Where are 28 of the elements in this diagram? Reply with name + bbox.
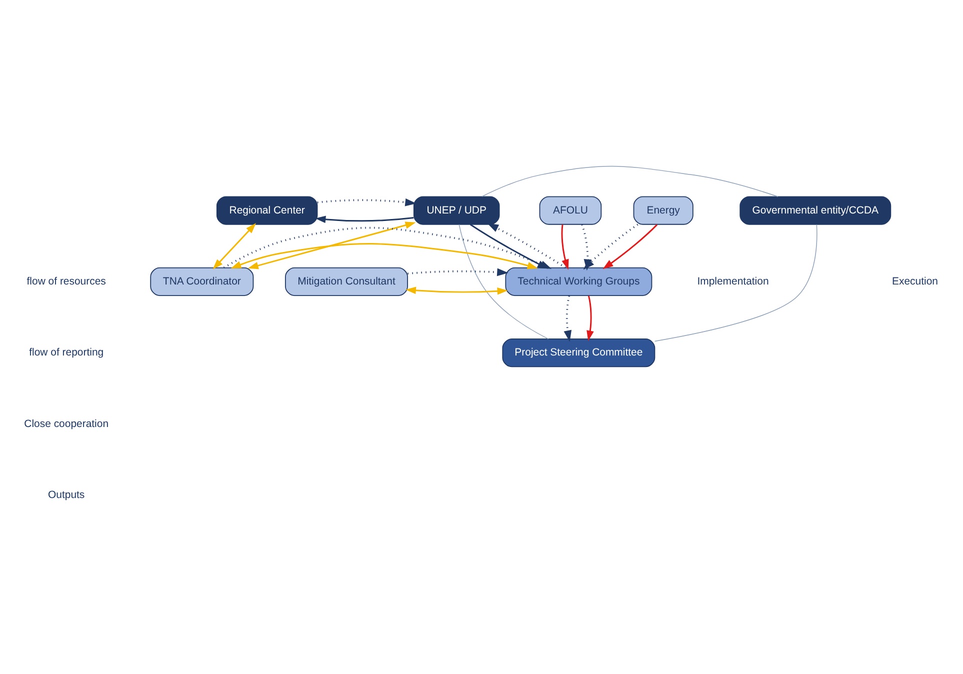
arrow: [230, 242, 538, 269]
arrow: [405, 286, 508, 294]
legend-label: Outputs: [48, 489, 85, 500]
arrow: [248, 221, 416, 269]
legend-label: flow of resources: [26, 276, 106, 287]
arrow: [315, 215, 414, 223]
node-box: Technical Working Groups: [505, 266, 652, 296]
node-box: AFOLU: [539, 196, 602, 224]
node-box: TNA Coordinator: [150, 266, 254, 296]
legend-label: flow of reporting: [29, 347, 104, 358]
legend-label: Close cooperation: [24, 418, 109, 430]
node-box: Project Steering Committee: [502, 338, 656, 367]
node-box: Regional Center: [216, 196, 318, 224]
arrow: [561, 224, 569, 270]
node-box: Energy: [633, 196, 694, 224]
arrow: [586, 295, 594, 341]
node-box: Mitigation Consultant: [285, 266, 408, 296]
arrow: [408, 268, 508, 276]
node-box: UNEP / UDP: [413, 196, 500, 224]
label: Implementation: [697, 276, 769, 287]
label: Execution: [892, 276, 938, 287]
arrow: [564, 295, 572, 342]
node-box: Governmental entity/CCDA: [740, 196, 892, 224]
arrow: [212, 222, 256, 269]
connector: [482, 165, 778, 197]
arrow: [317, 198, 416, 206]
connector: [654, 224, 818, 342]
arrow: [602, 224, 658, 269]
